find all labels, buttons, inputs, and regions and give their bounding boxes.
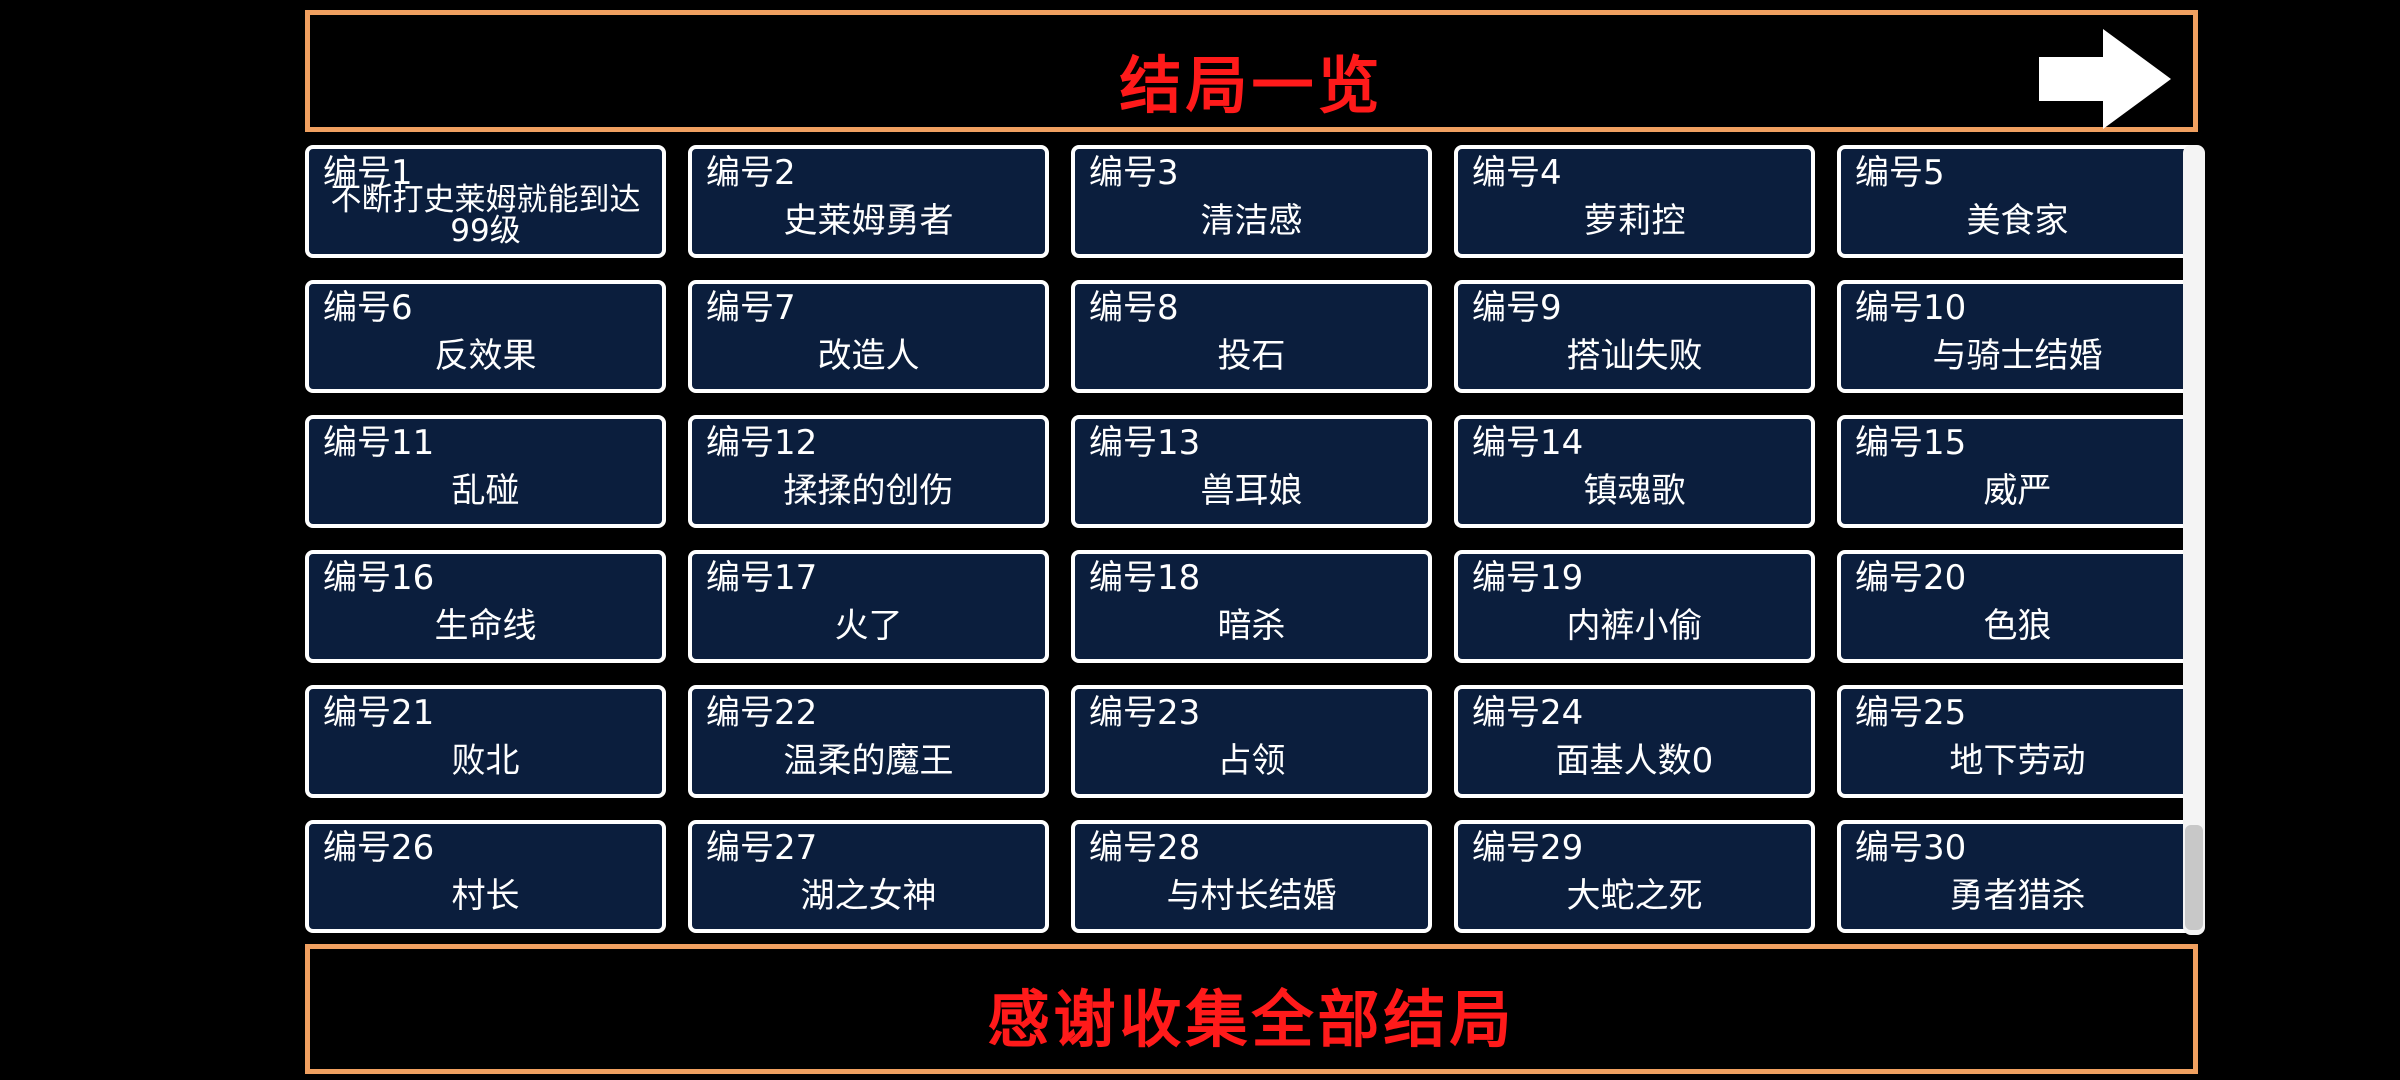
ending-name: 暗杀 <box>1217 606 1286 646</box>
ending-card[interactable]: 编号18 暗杀 <box>1071 550 1432 663</box>
ending-number: 编号27 <box>706 828 818 868</box>
ending-number: 编号21 <box>323 693 435 733</box>
ending-number: 编号15 <box>1855 423 1967 463</box>
ending-name: 生命线 <box>434 606 537 646</box>
ending-card[interactable]: 编号29 大蛇之死 <box>1454 820 1815 933</box>
right-arrow-icon[interactable] <box>2039 29 2171 129</box>
ending-number: 编号19 <box>1472 558 1584 598</box>
ending-card[interactable]: 编号8 投石 <box>1071 280 1432 393</box>
ending-number: 编号7 <box>706 288 796 328</box>
completion-message: 感谢收集全部结局 <box>987 983 1516 1056</box>
ending-name: 萝莉控 <box>1583 201 1686 241</box>
ending-name: 威严 <box>1983 471 2052 511</box>
ending-card[interactable]: 编号15 威严 <box>1837 415 2198 528</box>
ending-name: 温柔的魔王 <box>783 741 954 781</box>
ending-name: 史莱姆勇者 <box>783 201 954 241</box>
scrollbar-thumb[interactable] <box>2185 825 2203 930</box>
ending-card[interactable]: 编号16 生命线 <box>305 550 666 663</box>
ending-number: 编号24 <box>1472 693 1584 733</box>
ending-number: 编号26 <box>323 828 435 868</box>
ending-number: 编号17 <box>706 558 818 598</box>
ending-name: 大蛇之死 <box>1566 876 1703 916</box>
footer-panel: 感谢收集全部结局 <box>305 944 2198 1074</box>
ending-name: 面基人数0 <box>1555 741 1714 781</box>
ending-number: 编号22 <box>706 693 818 733</box>
ending-number: 编号4 <box>1472 153 1562 193</box>
ending-name: 反效果 <box>434 336 537 376</box>
ending-name: 败北 <box>451 741 520 781</box>
ending-name: 地下劳动 <box>1949 741 2086 781</box>
ending-card[interactable]: 编号30 勇者猎杀 <box>1837 820 2198 933</box>
ending-card[interactable]: 编号17 火了 <box>688 550 1049 663</box>
ending-number: 编号16 <box>323 558 435 598</box>
ending-number: 编号30 <box>1855 828 1967 868</box>
ending-card[interactable]: 编号3 清洁感 <box>1071 145 1432 258</box>
ending-card[interactable]: 编号25 地下劳动 <box>1837 685 2198 798</box>
ending-name: 揉揉的创伤 <box>783 471 954 511</box>
ending-card[interactable]: 编号7 改造人 <box>688 280 1049 393</box>
ending-number: 编号28 <box>1089 828 1201 868</box>
ending-number: 编号12 <box>706 423 818 463</box>
ending-number: 编号11 <box>323 423 435 463</box>
ending-name: 色狼 <box>1983 606 2052 646</box>
ending-card[interactable]: 编号26 村长 <box>305 820 666 933</box>
ending-name: 与村长结婚 <box>1166 876 1337 916</box>
ending-number: 编号14 <box>1472 423 1584 463</box>
ending-name: 村长 <box>451 876 520 916</box>
ending-name: 投石 <box>1217 336 1286 376</box>
ending-card[interactable]: 编号13 兽耳娘 <box>1071 415 1432 528</box>
ending-number: 编号8 <box>1089 288 1179 328</box>
ending-number: 编号6 <box>323 288 413 328</box>
ending-name: 勇者猎杀 <box>1949 876 2086 916</box>
ending-number: 编号2 <box>706 153 796 193</box>
ending-number: 编号20 <box>1855 558 1967 598</box>
ending-number: 编号25 <box>1855 693 1967 733</box>
ending-card[interactable]: 编号6 反效果 <box>305 280 666 393</box>
ending-name: 镇魂歌 <box>1583 471 1686 511</box>
ending-card[interactable]: 编号28 与村长结婚 <box>1071 820 1432 933</box>
ending-card[interactable]: 编号14 镇魂歌 <box>1454 415 1815 528</box>
ending-name: 兽耳娘 <box>1200 471 1303 511</box>
ending-name: 与骑士结婚 <box>1932 336 2103 376</box>
page-title: 结局一览 <box>1119 49 1384 122</box>
ending-name: 占领 <box>1217 741 1286 781</box>
ending-number: 编号3 <box>1089 153 1179 193</box>
ending-name: 美食家 <box>1966 201 2069 241</box>
ending-name: 内裤小偷 <box>1566 606 1703 646</box>
ending-number: 编号9 <box>1472 288 1562 328</box>
ending-card[interactable]: 编号19 内裤小偷 <box>1454 550 1815 663</box>
ending-name: 乱碰 <box>451 471 520 511</box>
ending-number: 编号18 <box>1089 558 1201 598</box>
ending-number: 编号5 <box>1855 153 1945 193</box>
ending-card[interactable]: 编号24 面基人数0 <box>1454 685 1815 798</box>
ending-card[interactable]: 编号11 乱碰 <box>305 415 666 528</box>
ending-number: 编号23 <box>1089 693 1201 733</box>
ending-card[interactable]: 编号10 与骑士结婚 <box>1837 280 2198 393</box>
ending-card[interactable]: 编号27 湖之女神 <box>688 820 1049 933</box>
ending-card[interactable]: 编号2 史莱姆勇者 <box>688 145 1049 258</box>
ending-card[interactable]: 编号4 萝莉控 <box>1454 145 1815 258</box>
ending-name: 火了 <box>834 606 903 646</box>
ending-card[interactable]: 编号21 败北 <box>305 685 666 798</box>
ending-card[interactable]: 编号5 美食家 <box>1837 145 2198 258</box>
ending-name: 搭讪失败 <box>1566 336 1703 376</box>
scrollbar[interactable] <box>2183 145 2205 935</box>
ending-name: 湖之女神 <box>800 876 937 916</box>
ending-number: 编号13 <box>1089 423 1201 463</box>
ending-card[interactable]: 编号22 温柔的魔王 <box>688 685 1049 798</box>
ending-name: 清洁感 <box>1200 201 1303 241</box>
ending-card[interactable]: 编号23 占领 <box>1071 685 1432 798</box>
ending-name: 改造人 <box>817 336 920 376</box>
ending-number: 编号29 <box>1472 828 1584 868</box>
ending-number: 编号1 <box>323 153 413 193</box>
ending-card[interactable]: 编号12 揉揉的创伤 <box>688 415 1049 528</box>
ending-card[interactable]: 编号20 色狼 <box>1837 550 2198 663</box>
ending-name: 不断打史莱姆就能到达99级 <box>330 182 641 249</box>
ending-number: 编号10 <box>1855 288 1967 328</box>
header-panel: 结局一览 <box>305 10 2198 132</box>
